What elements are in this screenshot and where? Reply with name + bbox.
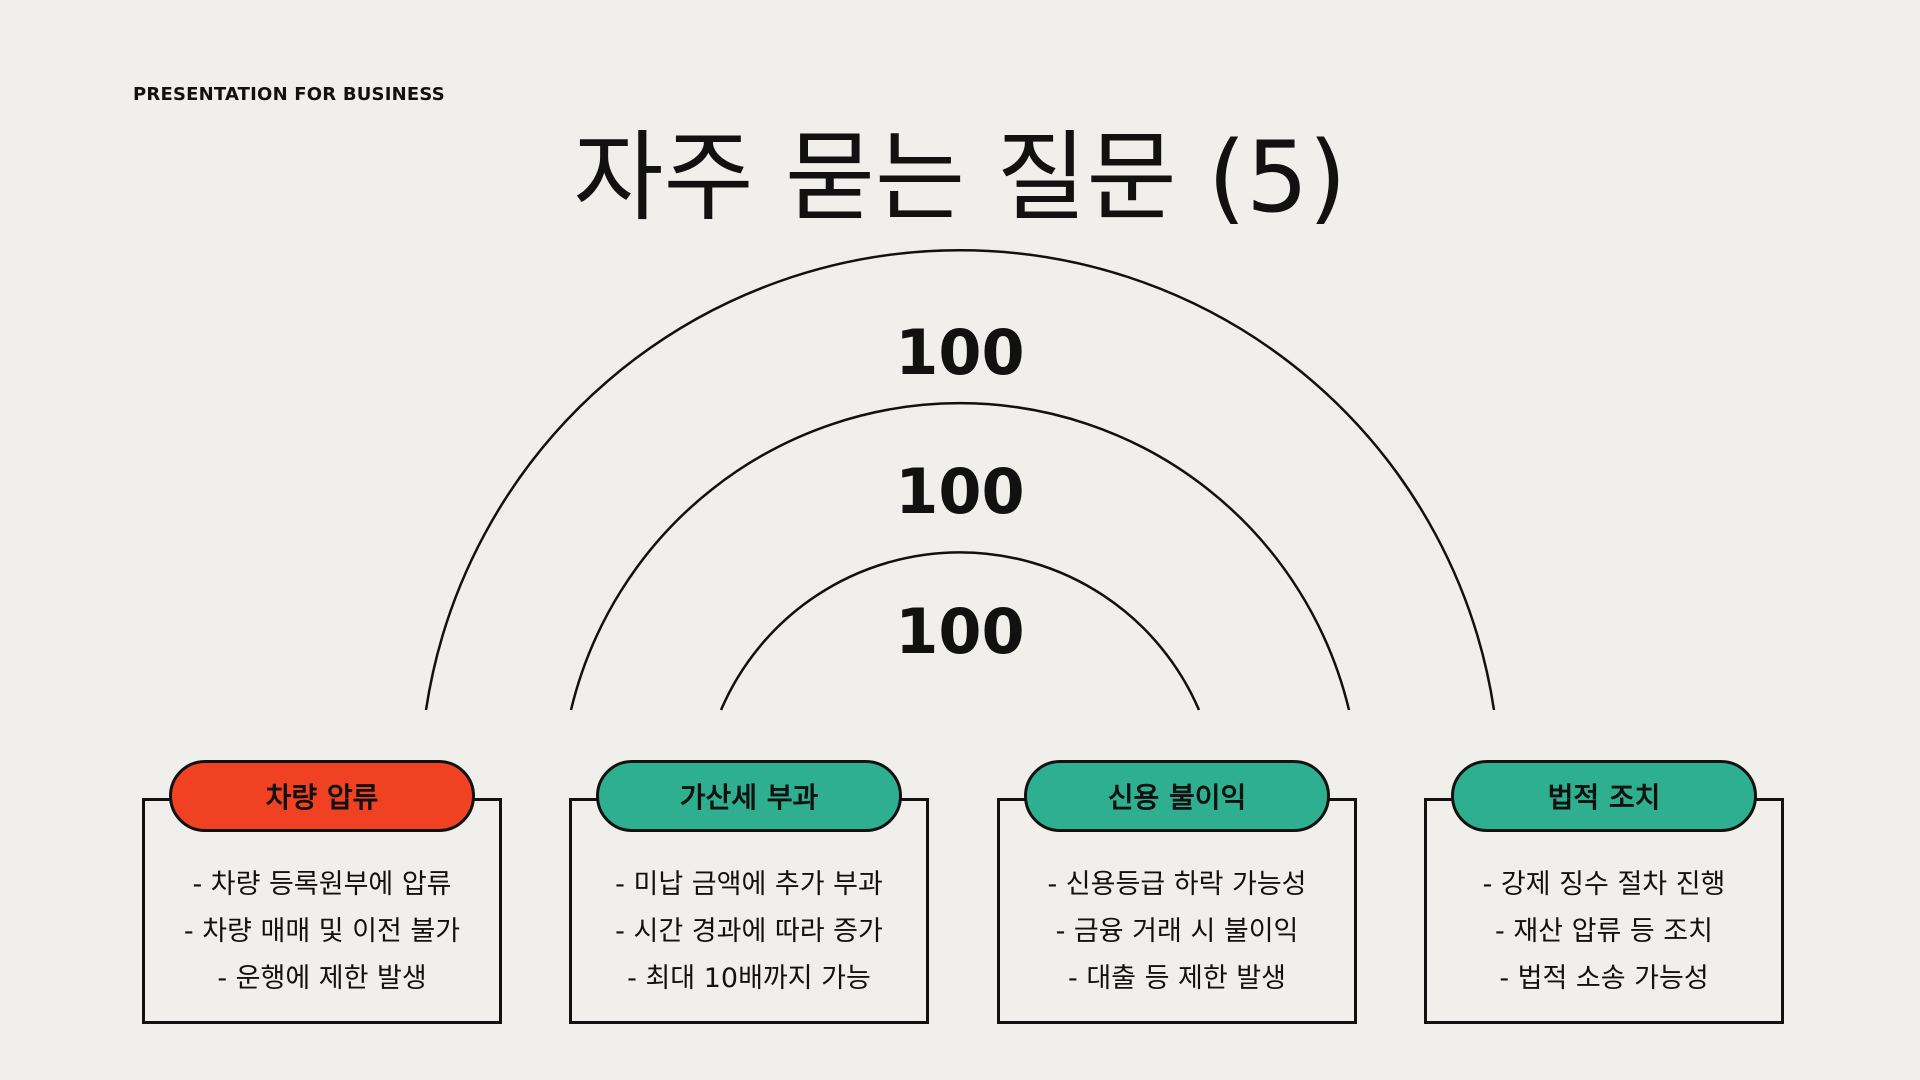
card-line: - 시간 경과에 따라 증가 [615,916,883,947]
card-vehicle-seizure: - 차량 등록원부에 압류 - 차량 매매 및 이전 불가 - 운행에 제한 발… [142,798,502,1024]
card-description: - 강제 징수 절차 진행 - 재산 압류 등 조치 - 법적 소송 가능성 [1427,861,1781,1002]
card-description: - 미납 금액에 추가 부과 - 시간 경과에 따라 증가 - 최대 10배까지… [572,861,926,1002]
outer-arc-value: 100 [895,316,1025,389]
card-line: - 차량 매매 및 이전 불가 [183,916,461,947]
page-title: 자주 묻는 질문 (5) [573,121,1347,235]
card-credit-disadvantage: - 신용등급 하락 가능성 - 금융 거래 시 불이익 - 대출 등 제한 발생 [997,798,1357,1024]
middle-arc [569,401,1351,711]
inner-arc [719,551,1201,711]
middle-arc-value: 100 [895,455,1025,528]
card-line: - 강제 징수 절차 진행 [1482,869,1726,900]
card-title-penalty-tax: 가산세 부과 [596,760,902,832]
card-title-legal-action: 법적 조치 [1451,760,1757,832]
card-line: - 최대 10배까지 가능 [627,963,871,994]
card-title-vehicle-seizure: 차량 압류 [169,760,475,832]
card-line: - 신용등급 하락 가능성 [1047,869,1307,900]
outer-arc [424,249,1496,711]
presentation-label: PRESENTATION FOR BUSINESS [133,84,445,105]
card-legal-action: - 강제 징수 절차 진행 - 재산 압류 등 조치 - 법적 소송 가능성 [1424,798,1784,1024]
card-description: - 차량 등록원부에 압류 - 차량 매매 및 이전 불가 - 운행에 제한 발… [145,861,499,1002]
card-line: - 미납 금액에 추가 부과 [615,869,883,900]
card-title-credit-disadvantage: 신용 불이익 [1024,760,1330,832]
card-line: - 대출 등 제한 발생 [1068,963,1286,994]
card-line: - 금융 거래 시 불이익 [1055,916,1299,947]
card-line: - 차량 등록원부에 압류 [192,869,452,900]
card-line: - 법적 소송 가능성 [1499,963,1709,994]
card-penalty-tax: - 미납 금액에 추가 부과 - 시간 경과에 따라 증가 - 최대 10배까지… [569,798,929,1024]
card-line: - 재산 압류 등 조치 [1495,916,1713,947]
card-description: - 신용등급 하락 가능성 - 금융 거래 시 불이익 - 대출 등 제한 발생 [1000,861,1354,1002]
inner-arc-value: 100 [895,595,1025,668]
card-line: - 운행에 제한 발생 [217,963,427,994]
